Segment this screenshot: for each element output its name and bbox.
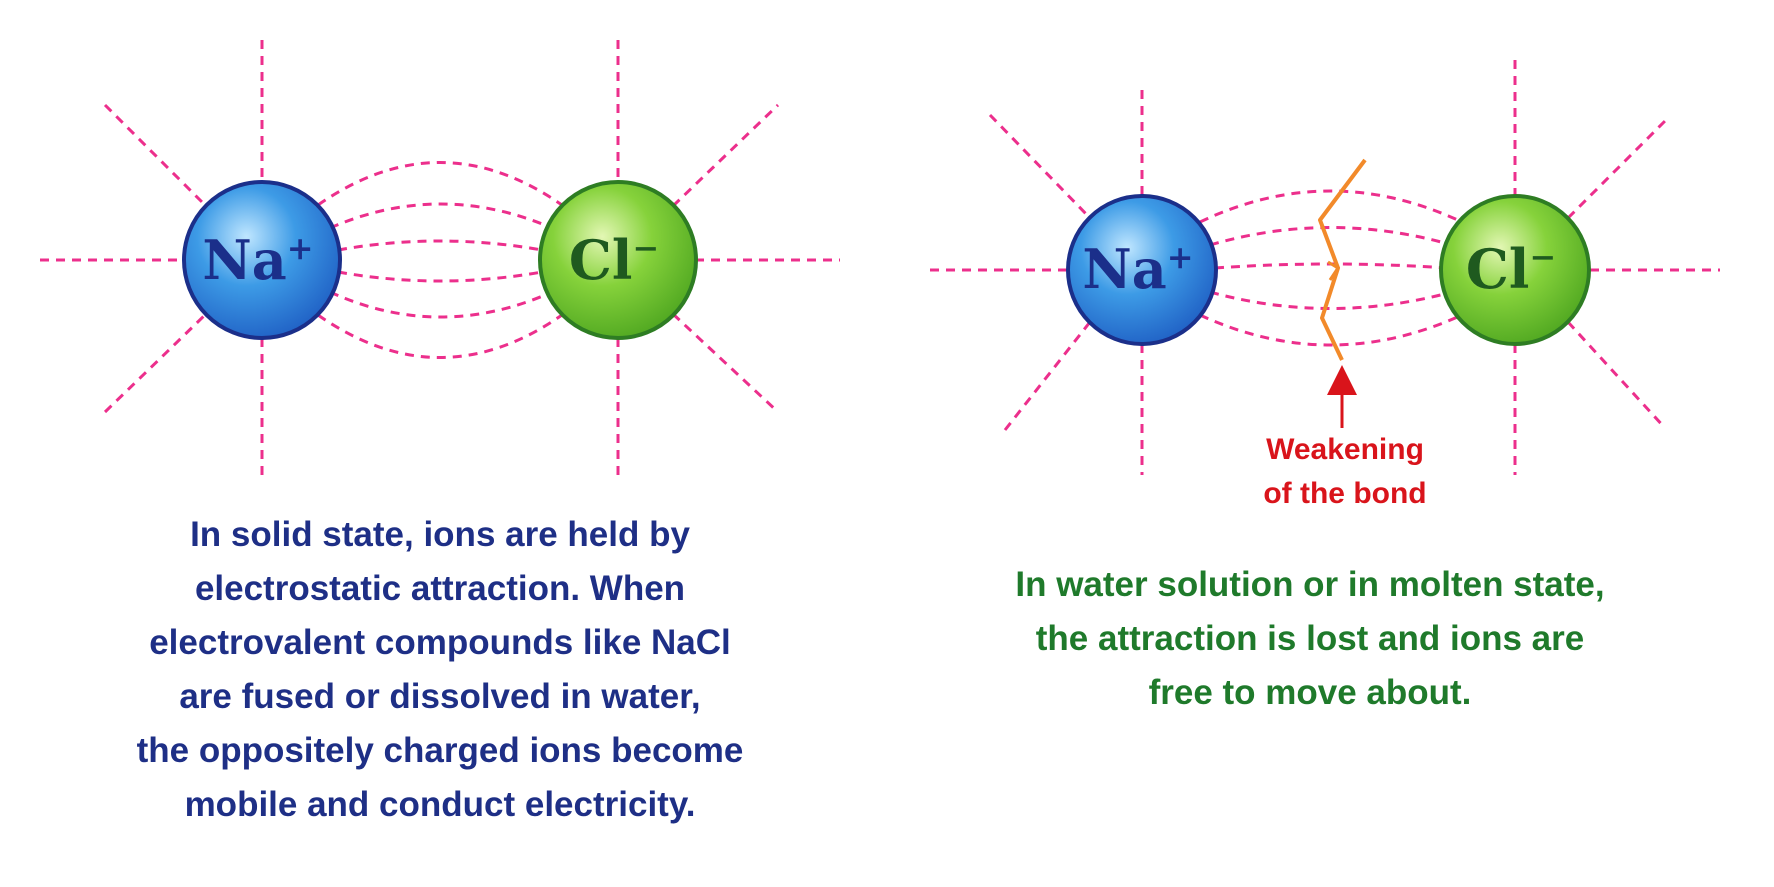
left-attraction-line xyxy=(329,290,553,319)
right-sodium-ion: Na+ xyxy=(1066,194,1218,346)
na-right-field-line xyxy=(988,113,1092,220)
left-attraction-line xyxy=(317,161,563,207)
weakening-of-bond-label: Weakening of the bond xyxy=(1215,428,1475,516)
caption-line: mobile and conduct electricity. xyxy=(184,785,696,824)
left-attraction-line xyxy=(317,313,563,359)
left-attraction-line xyxy=(329,202,553,230)
right-panel-field-lines xyxy=(930,60,1720,475)
caption-line: the attraction is lost and ions are xyxy=(1035,619,1585,658)
weakening-label-line: of the bond xyxy=(1263,477,1427,510)
right-attraction-line xyxy=(1209,226,1453,247)
left-sodium-label: Na+ xyxy=(202,228,313,292)
solution-state-caption: In water solution or in molten state, th… xyxy=(960,558,1660,720)
left-attraction-line xyxy=(337,239,543,252)
left-panel-field-lines xyxy=(40,40,840,475)
right-attraction-line xyxy=(1209,290,1453,310)
caption-line: electrostatic attraction. When xyxy=(194,569,686,608)
cl-left-field-line xyxy=(671,103,780,208)
right-attraction-line xyxy=(1199,189,1463,224)
cl-right-field-line xyxy=(1566,116,1670,220)
weakening-label-line: Weakening xyxy=(1266,433,1424,466)
left-chloride-ion: Cl− xyxy=(538,180,698,340)
left-chloride-label: Cl− xyxy=(569,228,659,292)
left-attraction-line xyxy=(337,270,543,283)
left-sodium-ion: Na+ xyxy=(182,180,342,340)
right-attraction-line xyxy=(1199,313,1463,347)
bond-break-tick xyxy=(1327,260,1341,281)
right-chloride-ion: Cl− xyxy=(1439,194,1591,346)
right-chloride-label: Cl− xyxy=(1466,237,1556,301)
caption-line: electrovalent compounds like NaCl xyxy=(149,623,731,662)
cl-left-field-line xyxy=(671,312,780,414)
na-left-field-line xyxy=(103,312,208,414)
na-left-field-line xyxy=(103,103,208,208)
caption-line: the oppositely charged ions become xyxy=(136,731,744,770)
caption-line: are fused or dissolved in water, xyxy=(179,677,701,716)
na-right-field-line xyxy=(1003,321,1092,431)
caption-line: In solid state, ions are held by xyxy=(190,515,690,554)
caption-line: free to move about. xyxy=(1148,673,1472,712)
cl-right-field-line xyxy=(1566,320,1667,430)
caption-line: In water solution or in molten state, xyxy=(1015,565,1605,604)
solid-state-caption: In solid state, ions are held by electro… xyxy=(60,508,820,832)
right-sodium-label: Na+ xyxy=(1082,237,1193,301)
